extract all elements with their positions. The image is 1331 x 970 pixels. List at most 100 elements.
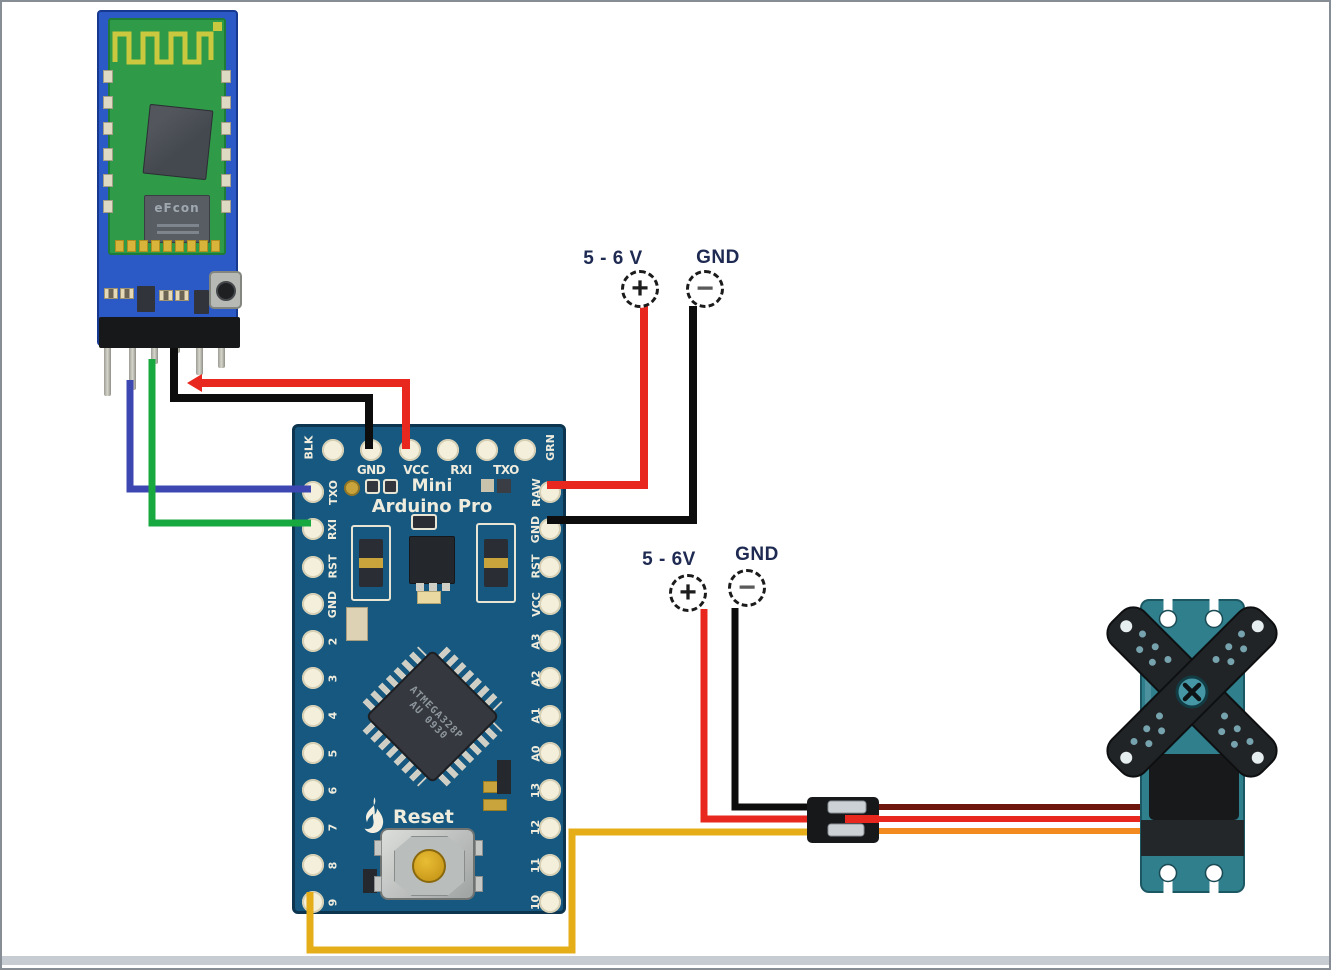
- pin-label-rst2: RST: [529, 554, 543, 578]
- resonator-band: [359, 558, 383, 568]
- horn-hole: [1155, 712, 1163, 720]
- pin-hole: [513, 439, 536, 461]
- wire-arrowhead-icon: [187, 374, 202, 392]
- pin-label-12: 12: [529, 819, 543, 835]
- shaft-screw-icon: [1182, 682, 1202, 702]
- pin-label-2: 2: [326, 637, 340, 645]
- wire-bt-rx-green: [148, 359, 311, 527]
- pin-label-rst: RST: [326, 554, 340, 578]
- pin-hole: [437, 439, 460, 461]
- flash-chip-label: eFcon: [154, 201, 200, 215]
- voltage-regulator: [409, 536, 455, 591]
- horn-hole: [1130, 737, 1138, 745]
- pin-hole: [360, 439, 383, 461]
- castellation-pad: [103, 122, 113, 135]
- pin-hole: [302, 592, 324, 615]
- header-pin: [172, 348, 180, 353]
- pin-label-13: 13: [529, 782, 543, 798]
- connector-latch: [827, 800, 867, 814]
- solder-pad: [163, 240, 172, 252]
- minus-terminal-icon: −: [728, 569, 766, 607]
- button-leg: [475, 840, 483, 856]
- pin-label-vcc: VCC: [529, 591, 543, 617]
- pin-label-7: 7: [326, 823, 340, 831]
- horn-hole: [1151, 643, 1159, 651]
- connector-red-gap: [845, 815, 879, 823]
- castellation-pad: [221, 70, 231, 83]
- pin-hole: [539, 667, 561, 690]
- resonator-outline: [476, 523, 516, 603]
- pin-label-gnd2: GND: [529, 515, 543, 543]
- castellation-pad: [103, 148, 113, 161]
- pin-label-6: 6: [326, 786, 340, 794]
- left-pin-holes: [302, 481, 324, 914]
- horn-hole: [1148, 658, 1156, 666]
- horn-tip-hole: [1120, 620, 1133, 633]
- servo-body: [1140, 599, 1245, 893]
- arduino-supply-voltage-label: 5 - 6 V: [583, 248, 643, 269]
- pin-label-9: 9: [326, 898, 340, 906]
- horn-hole: [1240, 645, 1248, 653]
- bluetooth-module: eFcon: [97, 10, 242, 396]
- mount-slot: [1163, 598, 1173, 614]
- pin-header: [99, 317, 240, 348]
- pin-hole: [398, 439, 421, 461]
- mount-hole: [1204, 609, 1224, 629]
- servo-label-area: [1149, 754, 1239, 820]
- solder-pad: [115, 240, 124, 252]
- horn-hole: [1136, 646, 1144, 654]
- label-blk: BLK: [302, 435, 316, 459]
- regulator-leg: [442, 583, 450, 591]
- resonator-outline: [351, 525, 391, 601]
- antenna-trace-icon: [112, 22, 222, 65]
- servo-shaft: [1175, 675, 1209, 709]
- smd-component: [497, 760, 511, 794]
- horn-hole: [1227, 658, 1235, 666]
- horn-tip-hole: [1120, 751, 1133, 764]
- header-pin: [150, 348, 158, 364]
- arduino-supply-gnd-label: GND: [696, 247, 740, 268]
- reset-button: [374, 828, 483, 900]
- solder-pad: [199, 240, 208, 252]
- header-pin: [195, 348, 203, 375]
- resonator-band: [484, 558, 508, 568]
- minus-terminal-icon: −: [686, 270, 724, 308]
- mount-slot: [1209, 879, 1219, 894]
- mount-hole: [1158, 609, 1178, 629]
- pin-hole: [302, 816, 324, 839]
- pin-label-11: 11: [529, 857, 543, 873]
- solder-pad: [151, 240, 160, 252]
- smd-pad: [497, 479, 511, 493]
- smd-ic: [137, 286, 155, 312]
- pin-label-3: 3: [326, 674, 340, 682]
- servo-horn: [1106, 606, 1278, 778]
- castellation-pad: [221, 96, 231, 109]
- castellation-pad: [221, 122, 231, 135]
- mount-hole: [1158, 863, 1178, 883]
- servo-supply-gnd-label: GND: [735, 544, 779, 565]
- pin-hole: [302, 667, 324, 690]
- plus-terminal-icon: +: [669, 574, 707, 612]
- button-plunger: [412, 849, 446, 883]
- ftdi-header-holes: [322, 439, 536, 461]
- pin-hole: [539, 704, 561, 727]
- smd-capacitor: [483, 799, 507, 811]
- wire-servo-gnd-black: [731, 608, 812, 811]
- power-led: [417, 591, 441, 604]
- board-title-line2: Arduino Pro: [371, 496, 493, 517]
- smd-resistor: [104, 288, 118, 299]
- connector-latch: [827, 823, 865, 837]
- pin-hole: [322, 439, 344, 461]
- pin-label-a1: A1: [529, 706, 543, 724]
- resonator: [359, 539, 383, 587]
- horn-hole: [1237, 630, 1245, 638]
- button-leg: [475, 876, 483, 892]
- smd-pad: [383, 479, 398, 494]
- regulator-leg: [416, 583, 424, 591]
- reset-label: Reset: [393, 806, 454, 828]
- pin-label-a2: A2: [529, 669, 543, 687]
- mount-slot: [1209, 598, 1219, 614]
- pin-label: TXO: [493, 463, 519, 477]
- wire-bt-tx-blue: [126, 380, 311, 493]
